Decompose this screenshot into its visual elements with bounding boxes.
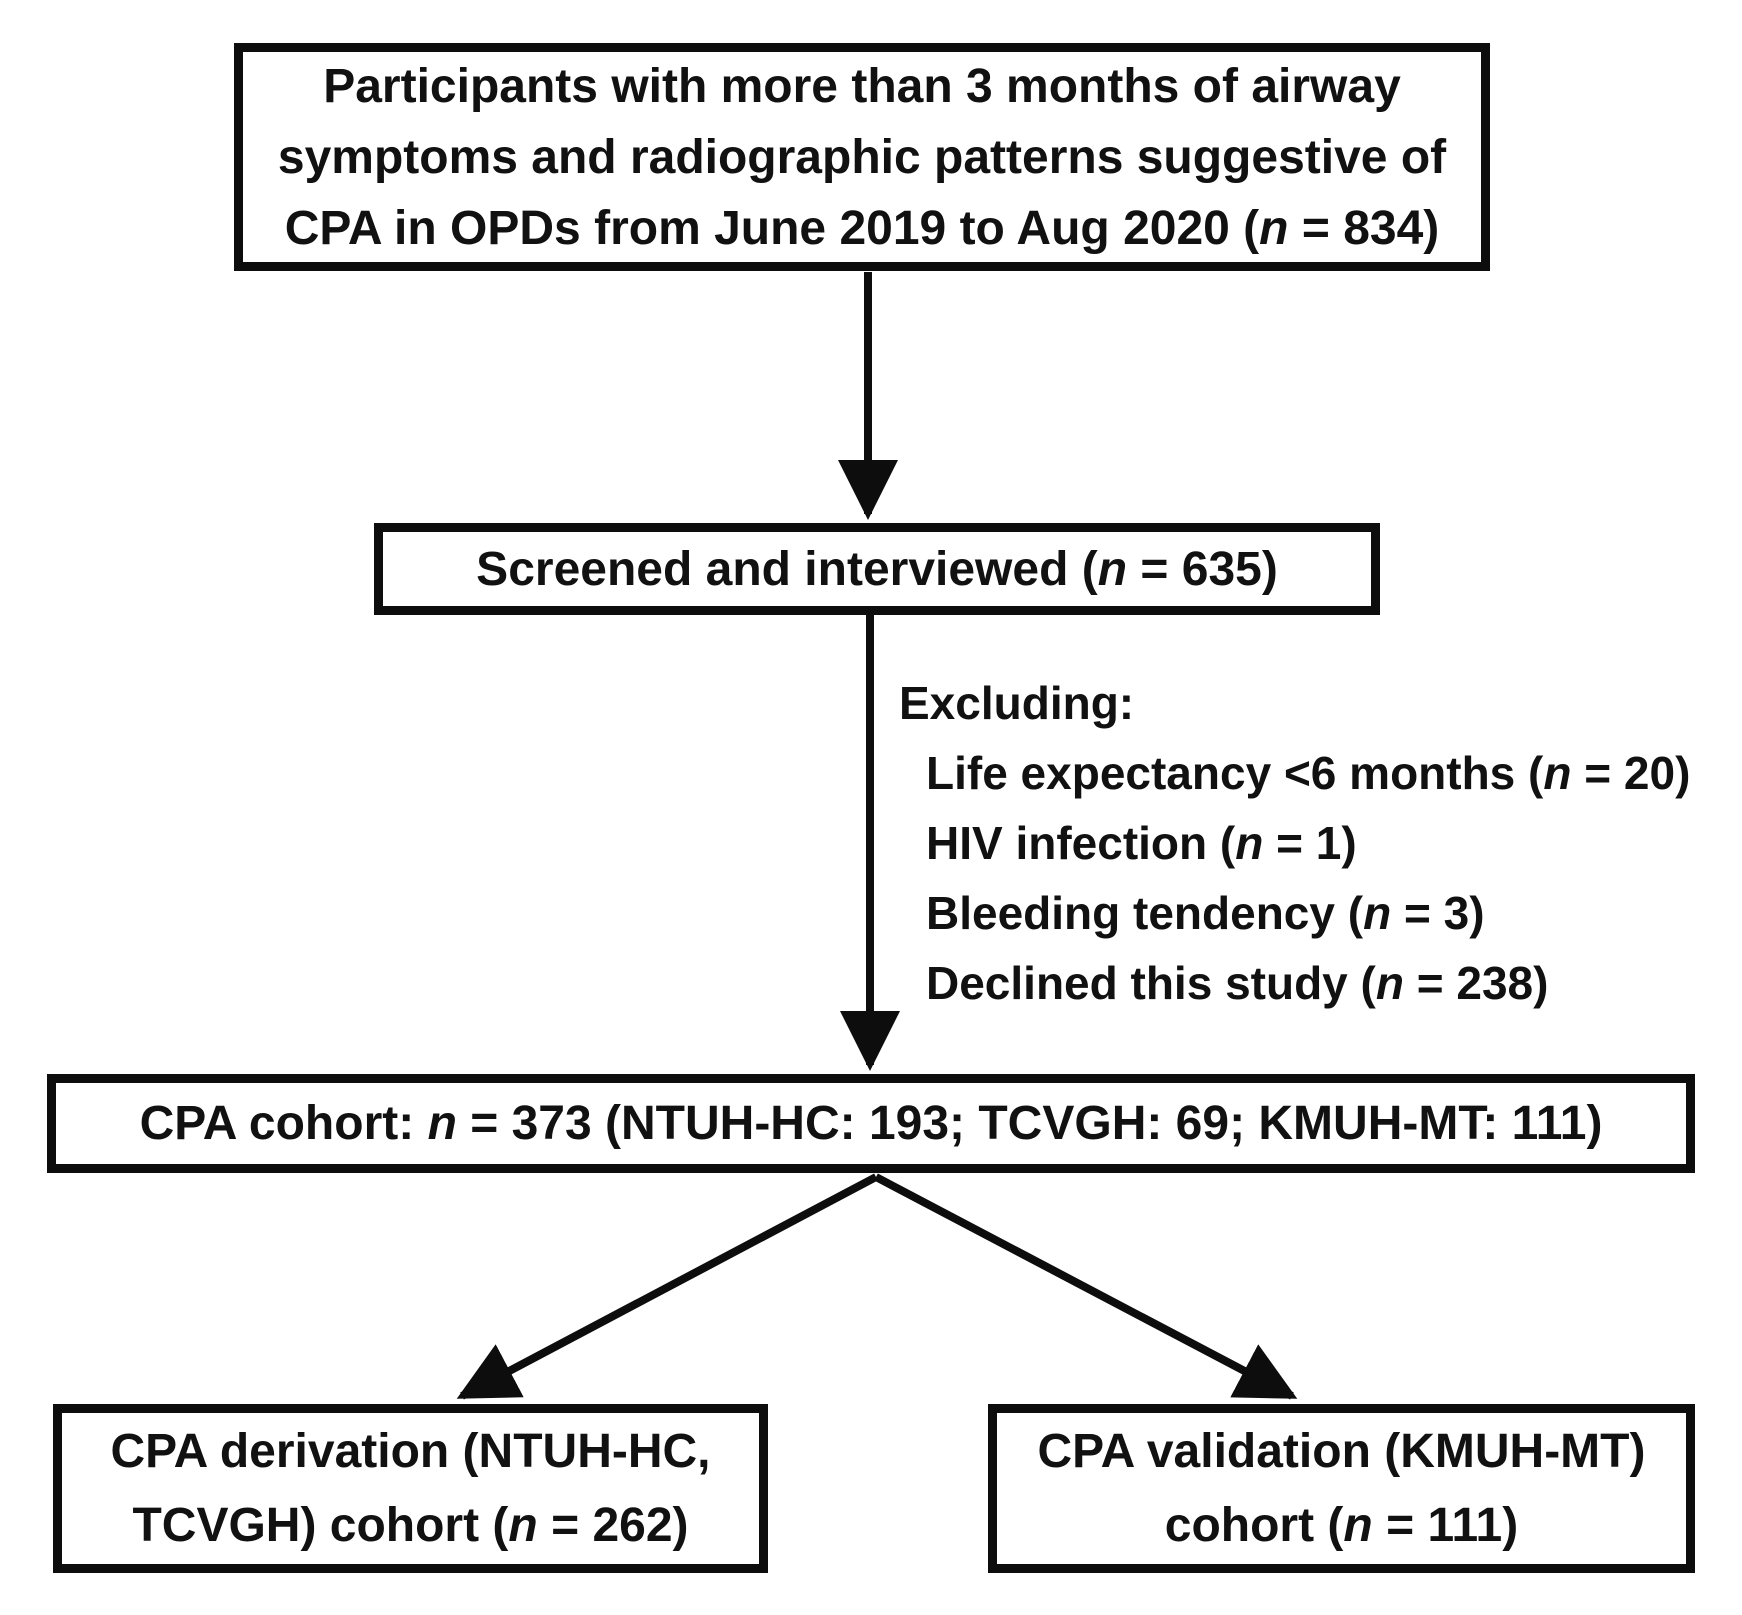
arrow-cpa-cohort-to-derivation [456,1173,878,1400]
exclusion-item-hiv: HIV infection (n = 1) [926,817,1357,869]
arrow-cpa-cohort-to-validation [874,1173,1298,1400]
box-participants: Participants with more than 3 months of … [234,43,1490,271]
box-participants-line-3: CPA in OPDs from June 2019 to Aug 2020 (… [284,201,1440,255]
box-screened: Screened and interviewed (n = 635) [374,523,1380,615]
box-derivation: CPA derivation (NTUH-HC, TCVGH) cohort (… [53,1404,768,1573]
box-validation-line-2: cohort (n = 111) [1164,1498,1519,1552]
box-validation-line-1: CPA validation (KMUH-MT) [1037,1424,1646,1478]
exclusion-item-life-expectancy: Life expectancy <6 months (n = 20) [926,747,1691,799]
box-validation: CPA validation (KMUH-MT) cohort (n = 111… [988,1404,1695,1573]
box-cpa-cohort: CPA cohort: n = 373 (NTUH-HC: 193; TCVGH… [47,1074,1695,1173]
exclusion-block: Excluding: Life expectancy <6 months (n … [899,668,1690,1018]
box-participants-line-1: Participants with more than 3 months of … [323,59,1401,113]
exclusion-heading: Excluding: [899,677,1135,729]
box-cpa-cohort-line-1: CPA cohort: n = 373 (NTUH-HC: 193; TCVGH… [139,1097,1603,1150]
box-derivation-line-1: CPA derivation (NTUH-HC, [110,1424,711,1478]
box-derivation-line-2: TCVGH) cohort (n = 262) [132,1498,689,1552]
exclusion-item-bleeding: Bleeding tendency (n = 3) [926,887,1485,939]
box-screened-line-1: Screened and interviewed (n = 635) [476,542,1278,596]
exclusion-item-declined: Declined this study (n = 238) [926,957,1549,1009]
box-participants-line-2: symptoms and radiographic patterns sugge… [277,130,1447,184]
